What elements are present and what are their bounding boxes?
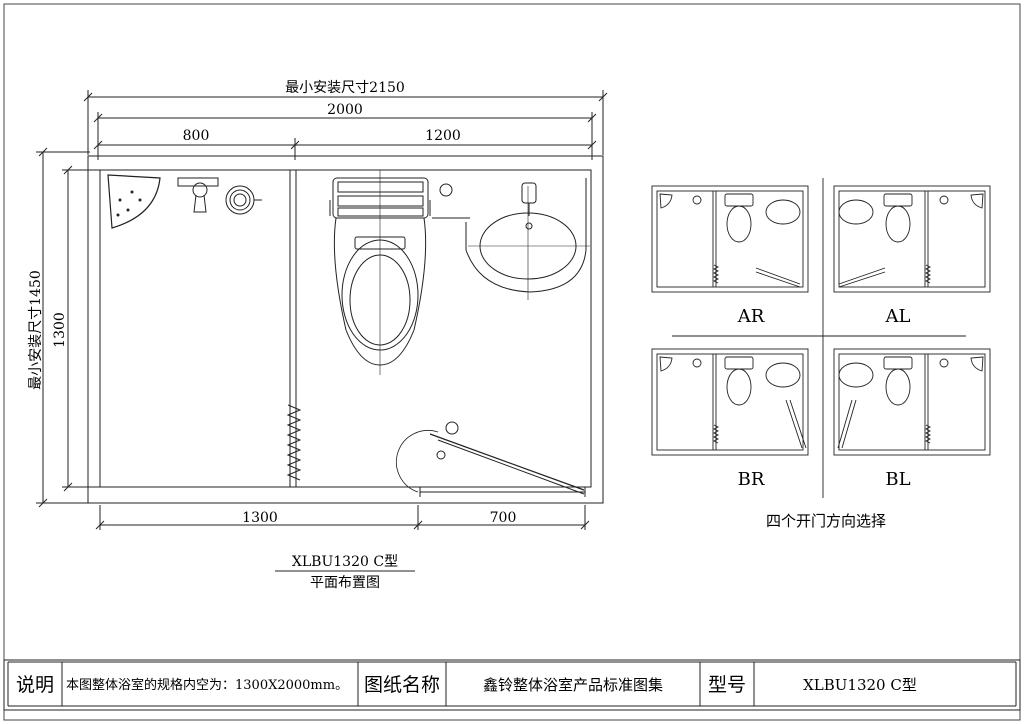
sheet-border [3,3,1021,721]
thumb-br [651,348,809,456]
title-block [3,659,1021,711]
model-label: XLBU1320 C型 [292,554,398,570]
dim-right-section: 1200 [425,128,461,144]
floor-plan [36,90,608,530]
model-no: XLBU1320 C型 [803,676,917,694]
model-no-label: 型号 [708,674,746,696]
dim-bottom-right: 700 [490,510,517,526]
dim-min-install-width: 最小安装尺寸2150 [285,80,405,96]
dim-height: 1300 [52,312,68,348]
drawing-name-label: 图纸名称 [364,674,440,696]
door-options-caption: 四个开门方向选择 [766,512,886,530]
dim-total-width: 2000 [327,102,363,118]
thumb-ar [651,185,809,293]
door-option-thumbnails [651,178,991,498]
dim-bottom-left: 1300 [242,510,278,526]
drawing-name: 鑫铃整体浴室产品标准图集 [483,676,663,694]
option-label-br: BR [738,469,765,490]
thumb-bl [833,348,991,456]
note-label: 说明 [16,674,54,696]
option-label-ar: AR [737,306,765,327]
dim-left-section: 800 [183,128,210,144]
option-label-bl: BL [885,469,910,490]
dim-min-install-height: 最小安装尺寸1450 [28,270,44,390]
thumb-al [833,185,991,293]
note-text: 本图整体浴室的规格内空为：1300X2000mm。 [66,677,348,693]
option-label-al: AL [885,306,911,327]
plan-caption: 平面布置图 [310,575,380,591]
